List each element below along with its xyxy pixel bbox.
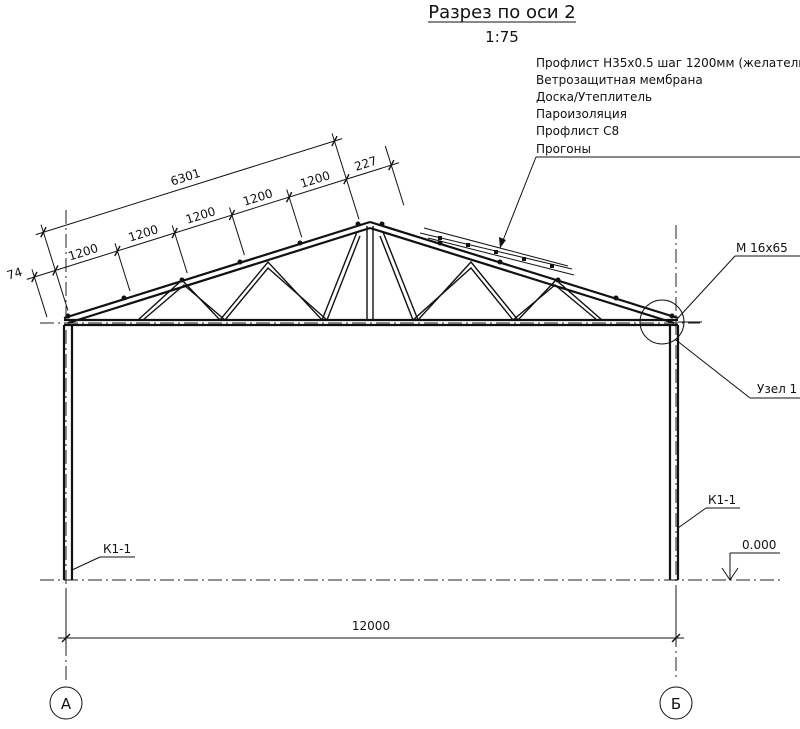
axis-marker-b: Б <box>659 686 693 720</box>
layer-note-5: Профлист С8 <box>536 124 619 138</box>
dim-slope-total: 6301 <box>169 166 202 188</box>
column-right-label: К1-1 <box>708 493 736 507</box>
column-left-leader: К1-1 <box>71 542 135 571</box>
layer-note-1: Профлист Н35х0.5 шаг 1200мм (желательн <box>536 56 800 70</box>
node-bolt-label: М 16х65 <box>736 241 788 255</box>
elevation-label: 0.000 <box>742 538 776 552</box>
axis-label-a: А <box>61 695 72 713</box>
dim-purlin-3: 1200 <box>184 204 217 226</box>
node-callout-label: Узел 1 <box>757 382 797 396</box>
dim-purlin-2: 1200 <box>127 222 160 244</box>
layer-note-6: Прогоны <box>536 142 591 156</box>
dim-ridge-offset: 227 <box>353 154 379 174</box>
slope-dimensions: 6301 1200 1200 1200 1200 1200 227 74 <box>5 133 405 318</box>
dim-purlin-4: 1200 <box>241 186 274 208</box>
column-left <box>62 325 74 581</box>
roof-covering-detail <box>419 227 575 276</box>
roof-truss <box>63 220 702 327</box>
layer-note-leader <box>499 156 537 249</box>
column-right <box>668 325 680 581</box>
layer-note-2: Ветрозащитная мембрана <box>536 73 703 87</box>
column-left-label: К1-1 <box>103 542 131 556</box>
elevation-mark: 0.000 <box>721 538 780 581</box>
layer-note-4: Пароизоляция <box>536 107 627 121</box>
scale-label: 1:75 <box>485 28 519 46</box>
dim-eave-offset: 74 <box>5 265 24 283</box>
layer-note-3: Доска/Утеплитель <box>536 90 652 104</box>
roof-layers-note: Профлист Н35х0.5 шаг 1200мм (желательн В… <box>499 56 800 249</box>
dim-purlin-1: 1200 <box>67 241 100 263</box>
column-right-leader: К1-1 <box>677 493 740 529</box>
layer-note-arrow <box>499 237 506 248</box>
axis-label-b: Б <box>671 695 681 713</box>
section-title: Разрез по оси 2 <box>428 2 576 23</box>
dim-span: 12000 <box>352 619 390 633</box>
span-dimension: 12000 <box>58 590 684 645</box>
node-1-callout: Узел 1 М 16х65 <box>639 241 800 399</box>
dim-purlin-5: 1200 <box>298 168 331 190</box>
axis-marker-a: А <box>49 686 83 720</box>
